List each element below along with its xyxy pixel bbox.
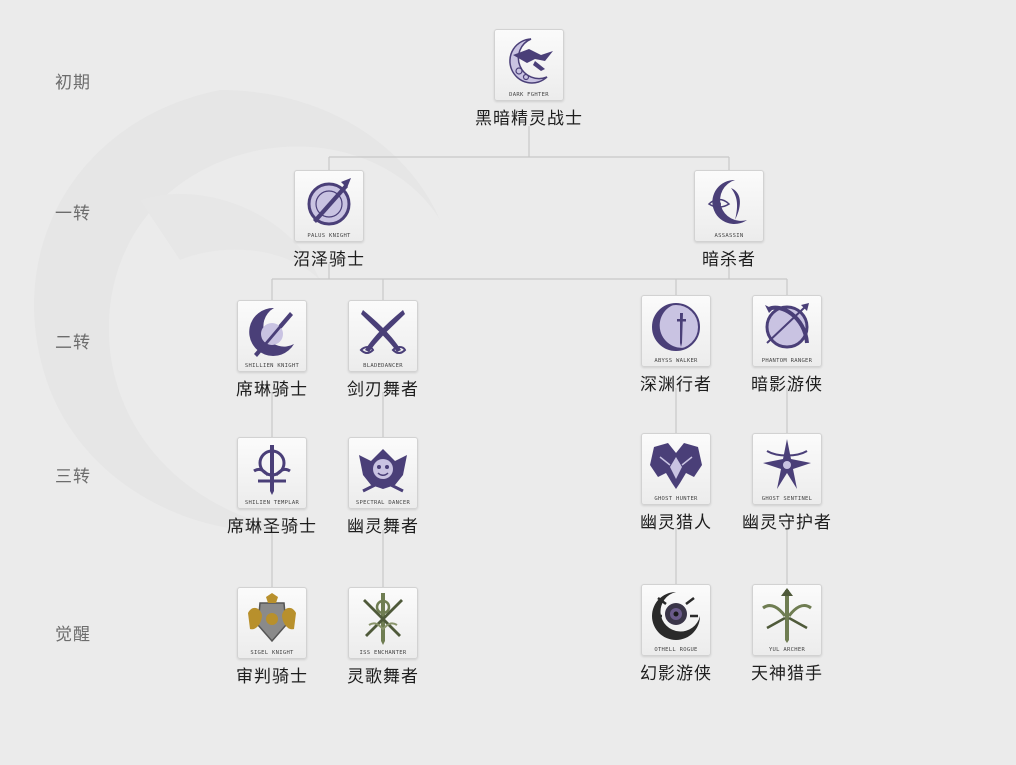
class-badge: YUL ARCHER xyxy=(752,584,822,656)
class-badge: ASSASSIN xyxy=(694,170,764,242)
class-english-name: DARK FGHTER xyxy=(509,92,549,98)
green-crossed-blades-icon xyxy=(363,593,403,645)
class-node-othell-rogue[interactable]: OTHELL ROGUE 幻影游侠 xyxy=(611,584,741,684)
class-english-name: SHILIEN TEMPLAR xyxy=(244,500,300,506)
shield-sword-icon xyxy=(307,178,351,226)
class-english-name: GHOST SENTINEL xyxy=(761,496,813,502)
class-badge: GHOST SENTINEL xyxy=(752,433,822,505)
class-chinese-name: 幽灵猎人 xyxy=(640,513,712,533)
tier-label-first: 一转 xyxy=(55,204,91,224)
class-english-name: BLADEDANCER xyxy=(363,363,403,369)
class-node-yul-archer[interactable]: YUL ARCHER 天神猎手 xyxy=(722,584,852,684)
dark-orb-icon xyxy=(652,592,700,640)
class-english-name: ASSASSIN xyxy=(714,233,744,239)
class-badge: SHILIEN TEMPLAR xyxy=(237,437,307,509)
crossed-scimitars-icon xyxy=(359,310,407,354)
class-badge: PHANTOM RANGER xyxy=(752,295,822,367)
class-badge: SPECTRAL DANCER xyxy=(348,437,418,509)
class-chinese-name: 沼泽骑士 xyxy=(293,250,365,270)
lion-shield-icon xyxy=(248,593,296,643)
tier-label-awaken: 觉醒 xyxy=(55,625,91,645)
batwing-icon xyxy=(650,443,702,489)
class-node-dark-fighter[interactable]: DARK FGHTER 黑暗精灵战士 xyxy=(464,29,594,129)
class-english-name: OTHELL ROGUE xyxy=(654,647,698,653)
class-chinese-name: 幽灵舞者 xyxy=(347,517,419,537)
class-node-assassin[interactable]: ASSASSIN 暗杀者 xyxy=(664,170,794,270)
class-node-phantom-ranger[interactable]: PHANTOM RANGER 暗影游侠 xyxy=(722,295,852,395)
class-english-name: SHILLIEN KNIGHT xyxy=(244,363,300,369)
crescent-eye-icon xyxy=(707,179,747,224)
class-chinese-name: 席琳骑士 xyxy=(236,380,308,400)
class-chinese-name: 剑刃舞者 xyxy=(347,380,419,400)
tier-label-initial: 初期 xyxy=(55,73,91,93)
class-badge: DARK FGHTER xyxy=(494,29,564,101)
class-badge: OTHELL ROGUE xyxy=(641,584,711,656)
class-chinese-name: 幽灵守护者 xyxy=(742,513,832,533)
class-chinese-name: 黑暗精灵战士 xyxy=(475,109,583,129)
class-english-name: PALUS KNIGHT xyxy=(307,233,351,239)
class-node-iss-enchanter[interactable]: ISS ENCHANTER 灵歌舞者 xyxy=(318,587,448,687)
tier-label-third: 三转 xyxy=(55,467,91,487)
class-node-ghost-sentinel[interactable]: GHOST SENTINEL 幽灵守护者 xyxy=(722,433,852,533)
class-node-ghost-hunter[interactable]: GHOST HUNTER 幽灵猎人 xyxy=(611,433,741,533)
class-node-abyss-walker[interactable]: ABYSS WALKER 深渊行者 xyxy=(611,295,741,395)
class-english-name: SIGEL KNIGHT xyxy=(250,650,294,656)
class-node-shillien-templar[interactable]: SHILIEN TEMPLAR 席琳圣骑士 xyxy=(207,437,337,537)
green-bow-icon xyxy=(762,588,812,643)
class-badge: ISS ENCHANTER xyxy=(348,587,418,659)
class-chinese-name: 审判骑士 xyxy=(236,667,308,687)
ornate-sword-icon xyxy=(253,445,291,495)
class-english-name: ISS ENCHANTER xyxy=(359,650,407,656)
class-badge: SIGEL KNIGHT xyxy=(237,587,307,659)
class-english-name: YUL ARCHER xyxy=(768,647,806,653)
class-chinese-name: 灵歌舞者 xyxy=(347,667,419,687)
crescent-sword-icon xyxy=(249,307,294,357)
class-node-bladedancer[interactable]: BLADEDANCER 剑刃舞者 xyxy=(318,300,448,400)
winged-mask-icon xyxy=(359,449,407,493)
class-node-palus-knight[interactable]: PALUS KNIGHT 沼泽骑士 xyxy=(264,170,394,270)
class-chinese-name: 天神猎手 xyxy=(751,664,823,684)
moon-dagger-icon xyxy=(652,303,700,351)
moon-wing-icon xyxy=(509,38,553,84)
tier-label-second: 二转 xyxy=(55,333,91,353)
class-chinese-name: 深渊行者 xyxy=(640,375,712,395)
class-badge: GHOST HUNTER xyxy=(641,433,711,505)
class-badge: PALUS KNIGHT xyxy=(294,170,364,242)
class-badge: BLADEDANCER xyxy=(348,300,418,372)
class-chinese-name: 暗影游侠 xyxy=(751,375,823,395)
class-chinese-name: 暗杀者 xyxy=(702,250,756,270)
class-node-shillien-knight[interactable]: SHILLIEN KNIGHT 席琳骑士 xyxy=(207,300,337,400)
class-badge: ABYSS WALKER xyxy=(641,295,711,367)
class-english-name: PHANTOM RANGER xyxy=(761,358,813,364)
class-node-sigel-knight[interactable]: SIGEL KNIGHT 审判骑士 xyxy=(207,587,337,687)
class-chinese-name: 席琳圣骑士 xyxy=(227,517,317,537)
class-english-name: GHOST HUNTER xyxy=(654,496,698,502)
class-node-spectral-dancer[interactable]: SPECTRAL DANCER 幽灵舞者 xyxy=(318,437,448,537)
class-chinese-name: 幻影游侠 xyxy=(640,664,712,684)
moon-bow-icon xyxy=(765,303,809,349)
star-bow-icon xyxy=(763,439,811,489)
class-english-name: SPECTRAL DANCER xyxy=(355,500,411,506)
class-badge: SHILLIEN KNIGHT xyxy=(237,300,307,372)
class-english-name: ABYSS WALKER xyxy=(654,358,698,364)
